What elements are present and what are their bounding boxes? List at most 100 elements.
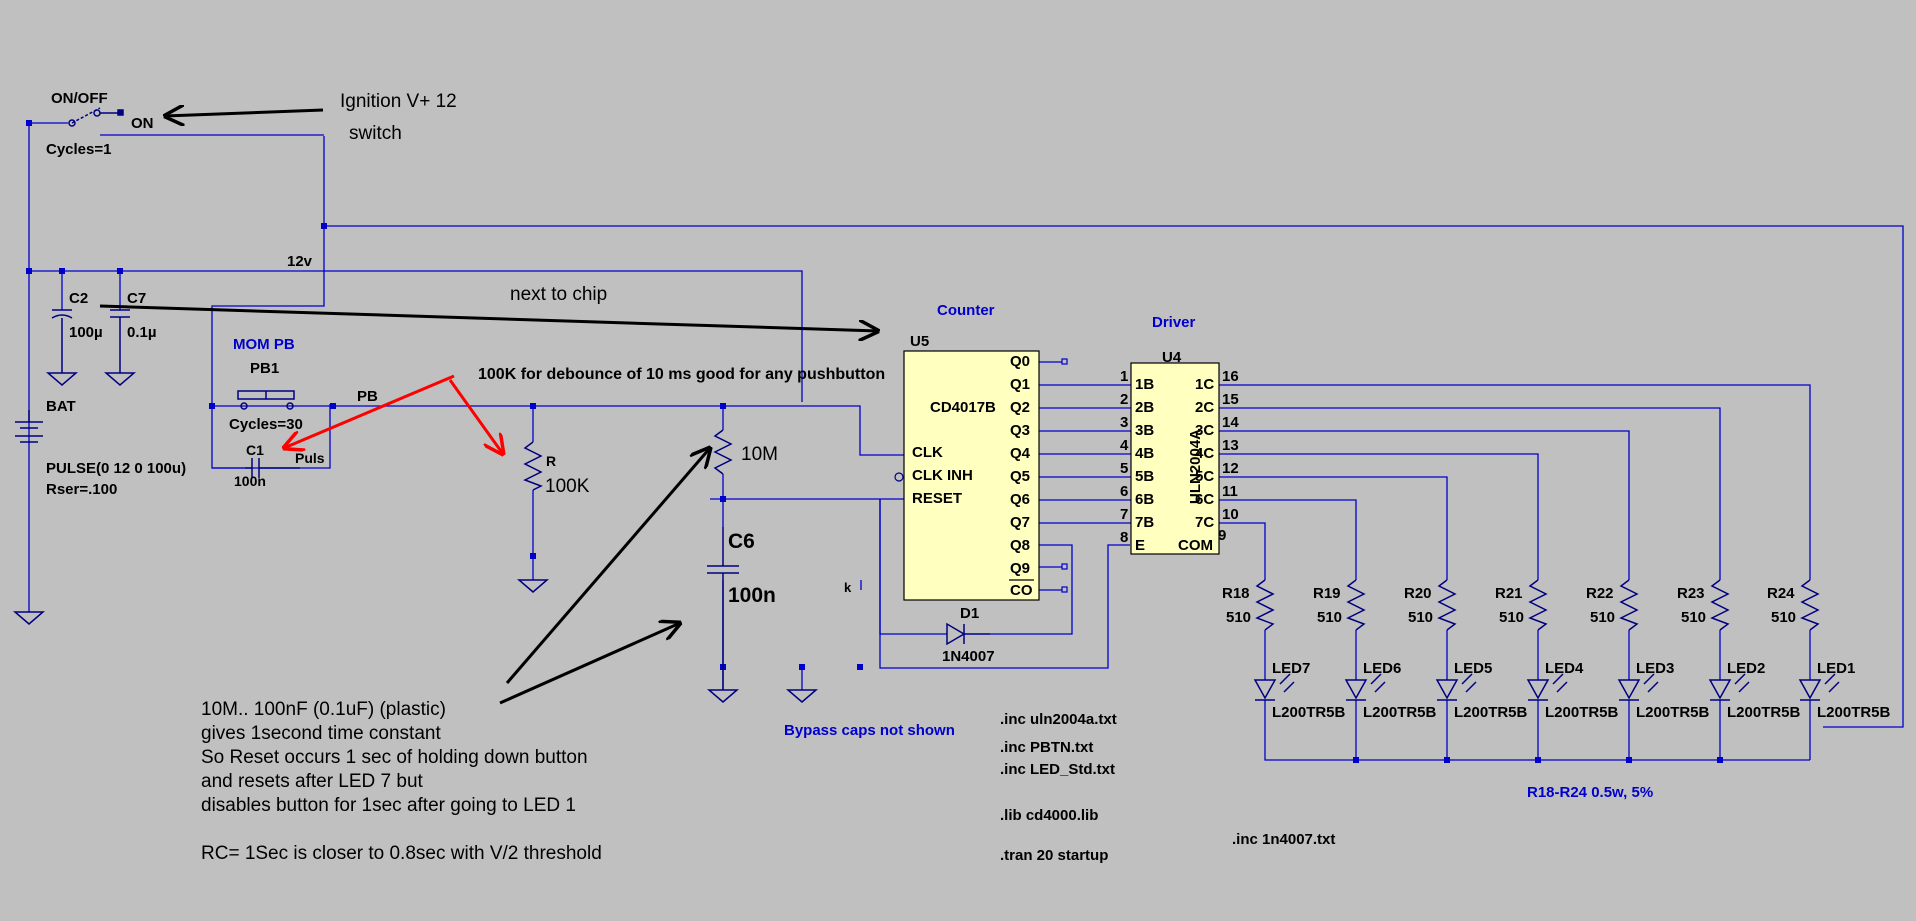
driver-in-label-5b: 5B bbox=[1135, 468, 1155, 485]
driver-in-pin-7: 7 bbox=[1120, 506, 1129, 523]
led-6-name: LED6 bbox=[1363, 660, 1402, 677]
counter-part: CD4017B bbox=[930, 399, 996, 416]
switch-symbol bbox=[68, 107, 124, 127]
led-7-name: LED7 bbox=[1272, 660, 1311, 677]
driver-out-pin-12: 12 bbox=[1222, 460, 1239, 477]
resistor-10m-value: 10M bbox=[741, 444, 778, 465]
led-symbols bbox=[1253, 673, 1840, 701]
driver-in-pin-5: 5 bbox=[1120, 460, 1129, 477]
resistor-r18-name: R18 bbox=[1222, 585, 1250, 602]
directive-tran: .tran 20 startup bbox=[1000, 847, 1109, 864]
counter-out-q3: Q3 bbox=[1010, 422, 1031, 439]
c1-value: 100n bbox=[234, 473, 266, 489]
driver-chip bbox=[1130, 362, 1220, 555]
rc-note-line-5: disables button for 1sec after going to … bbox=[201, 795, 576, 816]
rc-note-line-1: 10M.. 100nF (0.1uF) (plastic) bbox=[201, 699, 446, 720]
c1-name: C1 bbox=[246, 442, 264, 458]
resistor-r-value: 100K bbox=[545, 476, 590, 497]
rc-note-line-4: and resets after LED 7 but bbox=[201, 771, 423, 792]
switch-on-label: ON bbox=[131, 115, 154, 132]
arrow-next-to-chip bbox=[99, 304, 878, 331]
supply-net-label: 12v bbox=[287, 253, 313, 270]
misc-k: k bbox=[844, 580, 852, 595]
driver-out-label-4c: 4C bbox=[1195, 445, 1215, 462]
ignition-line1: Ignition V+ 12 bbox=[340, 91, 457, 112]
counter-in-reset: RESET bbox=[912, 490, 963, 507]
driver-out-pin-10: 10 bbox=[1222, 506, 1239, 523]
driver-out-label-6c: 6C bbox=[1195, 491, 1215, 508]
counter-nc-pins bbox=[1061, 358, 1068, 593]
counter-title: Counter bbox=[937, 302, 995, 319]
battery-rser: Rser=.100 bbox=[46, 481, 118, 498]
resistor-r22-name: R22 bbox=[1586, 585, 1614, 602]
c7-value: 0.1µ bbox=[127, 324, 157, 341]
driver-out-pin-11: 11 bbox=[1222, 483, 1238, 500]
driver-out-pin-14: 14 bbox=[1222, 414, 1239, 431]
driver-out-pin-15: 15 bbox=[1222, 391, 1239, 408]
counter-out-q1: Q1 bbox=[1010, 376, 1031, 393]
c6-value: 100n bbox=[728, 584, 776, 607]
led-4-part: L200TR5B bbox=[1545, 704, 1619, 721]
driver-in-label-7b: 7B bbox=[1135, 514, 1155, 531]
directive-1n4007: .inc 1n4007.txt bbox=[1232, 831, 1336, 848]
arrow-rc-c6 bbox=[499, 623, 680, 705]
led-2-part: L200TR5B bbox=[1727, 704, 1801, 721]
resistor-r24-name: R24 bbox=[1767, 585, 1795, 602]
resistor-r22-value: 510 bbox=[1590, 609, 1616, 626]
driver-out-pin-13: 13 bbox=[1222, 437, 1239, 454]
driver-in-pin-3: 3 bbox=[1120, 414, 1129, 431]
driver-out-label-5c: 5C bbox=[1195, 468, 1215, 485]
clk-inh-bubble bbox=[894, 472, 904, 482]
led-5-name: LED5 bbox=[1454, 660, 1493, 677]
diode-d1 bbox=[946, 622, 990, 646]
note-debounce: 100K for debounce of 10 ms good for any … bbox=[478, 366, 886, 383]
annotation-arrows bbox=[99, 110, 878, 705]
rc-notes: 10M.. 100nF (0.1uF) (plastic) gives 1sec… bbox=[201, 698, 588, 818]
capacitor-c1 bbox=[245, 458, 300, 478]
driver-in-pin-4: 4 bbox=[1120, 437, 1129, 454]
counter-chip bbox=[903, 350, 1040, 601]
driver-out-label-1c: 1C bbox=[1195, 376, 1215, 393]
pushbutton-cycles: Cycles=30 bbox=[229, 416, 303, 433]
led-1-name: LED1 bbox=[1817, 660, 1856, 677]
resistor-r18-value: 510 bbox=[1226, 609, 1252, 626]
resistor-10m bbox=[713, 429, 733, 475]
driver-in-label-4b: 4B bbox=[1135, 445, 1155, 462]
counter-in-clkinh: CLK INH bbox=[912, 467, 973, 484]
led-3-name: LED3 bbox=[1636, 660, 1675, 677]
led-2-name: LED2 bbox=[1727, 660, 1766, 677]
switch-cycles: Cycles=1 bbox=[46, 141, 112, 158]
battery-name: BAT bbox=[46, 398, 76, 415]
driver-in-pin-8: 8 bbox=[1120, 529, 1129, 546]
resistor-r21-value: 510 bbox=[1499, 609, 1525, 626]
led-resistors bbox=[1255, 579, 1820, 631]
directive-pbtn: .inc PBTN.txt bbox=[1000, 739, 1094, 756]
driver-title: Driver bbox=[1152, 314, 1196, 331]
note-next-to-chip: next to chip bbox=[510, 284, 608, 305]
led-1-part: L200TR5B bbox=[1817, 704, 1891, 721]
counter-out-q6: Q6 bbox=[1010, 491, 1031, 508]
driver-in-pin-2: 2 bbox=[1120, 391, 1129, 408]
led-6-part: L200TR5B bbox=[1363, 704, 1437, 721]
driver-ref: U4 bbox=[1162, 349, 1182, 366]
resistor-r21-name: R21 bbox=[1495, 585, 1523, 602]
pushbutton-puls: Puls bbox=[295, 450, 325, 466]
counter-out-q9: Q9 bbox=[1010, 560, 1031, 577]
led-4-name: LED4 bbox=[1545, 660, 1584, 677]
arrow-ignition bbox=[165, 110, 324, 116]
resistor-r23-value: 510 bbox=[1681, 609, 1707, 626]
directive-led-std: .inc LED_Std.txt bbox=[1000, 761, 1116, 778]
rc-note-line-3: So Reset occurs 1 sec of holding down bu… bbox=[201, 747, 588, 768]
driver-out-label-com: COM bbox=[1178, 537, 1213, 554]
pushbutton-net: PB bbox=[357, 388, 378, 405]
c6-name: C6 bbox=[728, 530, 755, 553]
arrow-debounce-r bbox=[448, 379, 503, 454]
resistor-r19-name: R19 bbox=[1313, 585, 1341, 602]
led-3-part: L200TR5B bbox=[1636, 704, 1710, 721]
diode-name: D1 bbox=[960, 605, 980, 622]
arrow-rc-10m bbox=[505, 448, 710, 684]
junctions bbox=[26, 120, 1723, 763]
c2-value: 100µ bbox=[69, 324, 103, 341]
resistor-r20-name: R20 bbox=[1404, 585, 1432, 602]
driver-out-label-2c: 2C bbox=[1195, 399, 1215, 416]
